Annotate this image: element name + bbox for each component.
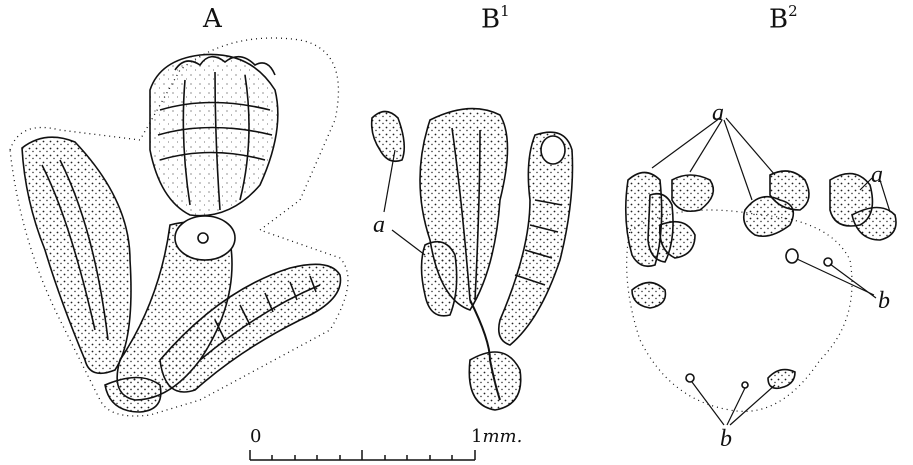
panel-a-base <box>105 378 161 413</box>
panel-b2-drawing <box>626 118 896 425</box>
panel-b1-base <box>469 352 520 410</box>
panel-a-drawing <box>10 38 348 416</box>
panel-b2-leader-b-right-1 <box>797 259 874 295</box>
panel-b1-leader-a-bottom <box>392 230 425 255</box>
panel-b1-drawing <box>372 109 573 410</box>
panel-b1-left-pod <box>372 112 405 162</box>
panel-b2-pod-right-2 <box>852 208 896 241</box>
panel-b2-leader-b-bottom-1 <box>692 382 724 425</box>
panel-b2-leader-a-1 <box>652 118 720 168</box>
panel-b2-pod-left-3 <box>672 175 713 211</box>
panel-b2-knob-b-5 <box>768 370 795 389</box>
panel-b2-leader-b-right-2 <box>830 264 876 298</box>
panel-b2-knob-b-1 <box>786 249 798 263</box>
panel-b1-lower-pod <box>422 242 457 316</box>
panel-b1-right-arm-tip <box>541 136 565 164</box>
panel-b1-right-arm <box>499 132 573 345</box>
panel-b2-pod-lower <box>632 283 665 309</box>
panel-a-head <box>150 54 278 215</box>
scale-bar <box>250 450 475 460</box>
panel-b2-knob-b-3 <box>686 374 694 382</box>
panel-a-ring <box>175 216 235 260</box>
panel-b2-knob-b-4 <box>742 382 748 388</box>
